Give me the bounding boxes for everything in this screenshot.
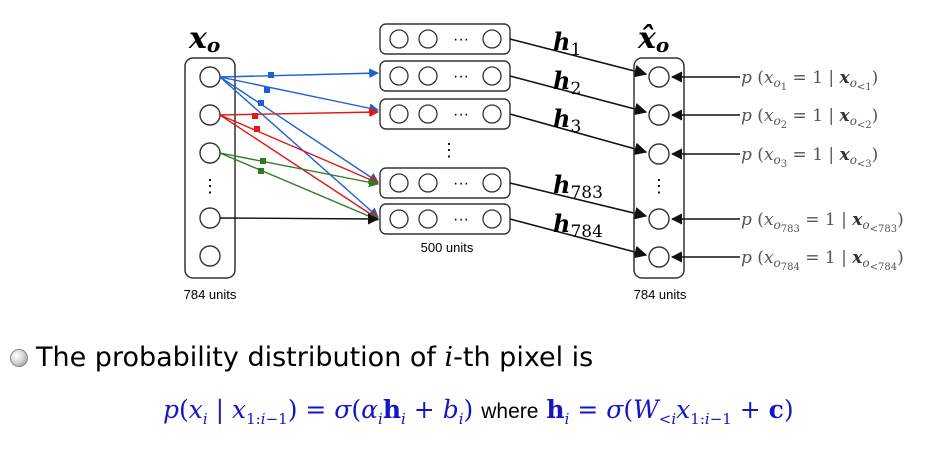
black-connection [219, 213, 380, 225]
hidden-layer: ··· ··· ··· ⋮ ··· ·· [379, 23, 511, 255]
bullet-text-before: The probability distribution of [36, 342, 436, 373]
input-unit [199, 245, 221, 267]
weight-marker [264, 87, 270, 93]
hidden-row-1: ··· [379, 23, 511, 55]
h-label-2: h2 [553, 66, 581, 99]
formula-lhs: p(xi | x1:i−1) = σ(αihi + bi) [163, 395, 474, 428]
input-layer-box [184, 57, 236, 279]
hidden-row-783: ··· [379, 167, 511, 199]
output-unit [648, 208, 670, 230]
hidden-column-ellipsis: ⋮ [440, 140, 458, 160]
conditional-arrows [670, 71, 740, 263]
bullet-variable: i [444, 342, 454, 373]
h-label-784: h784 [553, 209, 603, 242]
hidden-output-arrows [509, 38, 648, 259]
conditional-label-2: p (xo2 = 1 | xo<2) [741, 106, 878, 131]
row-ellipsis: ··· [453, 175, 469, 192]
hidden-units-label: 500 units [421, 240, 474, 255]
output-unit [648, 143, 670, 165]
row-ellipsis: ··· [453, 31, 469, 48]
red-connection [219, 107, 379, 118]
blue-connection [219, 76, 379, 218]
hidden-row-784: ··· [379, 203, 511, 235]
weight-marker [258, 168, 264, 174]
output-unit [648, 66, 670, 88]
h-labels: h1 h2 h3 h783 h784 [553, 27, 603, 242]
row-ellipsis: ··· [453, 211, 469, 228]
weight-marker [252, 113, 258, 119]
h3-arrow [509, 113, 648, 156]
weight-marker [254, 126, 260, 132]
h783-arrow [509, 182, 648, 220]
output-layer: x̂o ⋮ 784 units [633, 21, 687, 302]
bullet-text-after: -th pixel is [453, 342, 594, 373]
weight-marker [260, 158, 266, 164]
input-ellipsis: ⋮ [201, 176, 219, 196]
bullet-text: The probability distribution of i-th pix… [36, 342, 593, 373]
green-connection [219, 152, 379, 222]
input-unit [199, 104, 221, 126]
nade-diagram: xo ⋮ 784 units [184, 21, 904, 302]
input-layer-title: xo [188, 21, 220, 57]
hidden-row-3: ··· [379, 98, 511, 130]
blue-connection [219, 76, 379, 113]
input-unit [199, 66, 221, 88]
output-ellipsis: ⋮ [650, 176, 668, 196]
hidden-row-2: ··· [379, 60, 511, 92]
bullet-icon [10, 348, 28, 367]
bullet-line: The probability distribution of i-th pix… [10, 342, 593, 373]
conditional-label-1: p (xo1 = 1 | xo<1) [741, 68, 878, 93]
h-label-3: h3 [553, 104, 581, 137]
red-connection [219, 114, 379, 185]
conditional-label-3: p (xo3 = 1 | xo<3) [741, 145, 878, 170]
input-unit [199, 142, 221, 164]
red-connection [219, 114, 379, 220]
connections [219, 68, 380, 225]
input-layer: xo ⋮ 784 units [184, 21, 237, 302]
conditional-label-783: p (xo783 = 1 | xo<783) [741, 210, 904, 235]
probability-formula: p(xi | x1:i−1) = σ(αihi + bi) where hi =… [163, 395, 794, 428]
green-connection [219, 152, 379, 188]
input-unit [199, 207, 221, 229]
row-ellipsis: ··· [453, 106, 469, 123]
formula-rhs: hi = σ(W<ix1:i−1 + c) [546, 395, 794, 428]
conditional-label-784: p (xo784 = 1 | xo<784) [741, 248, 904, 273]
h1-arrow [509, 38, 648, 78]
output-layer-box [633, 57, 685, 279]
blue-connection [219, 76, 379, 183]
blue-connection [219, 68, 379, 79]
h2-arrow [509, 75, 648, 116]
output-units-label: 784 units [634, 287, 687, 302]
h784-arrow [509, 218, 648, 259]
weight-marker [258, 100, 264, 106]
output-unit [648, 104, 670, 126]
h-label-783: h783 [553, 170, 603, 203]
input-units-label: 784 units [184, 287, 237, 302]
row-ellipsis: ··· [453, 68, 469, 85]
weight-marker [268, 72, 274, 78]
conditional-labels: p (xo1 = 1 | xo<1) p (xo2 = 1 | xo<2) p … [741, 68, 904, 273]
output-layer-title: x̂o [637, 21, 669, 57]
output-unit [648, 246, 670, 268]
h-label-1: h1 [553, 27, 581, 60]
formula-where: where [481, 400, 539, 423]
